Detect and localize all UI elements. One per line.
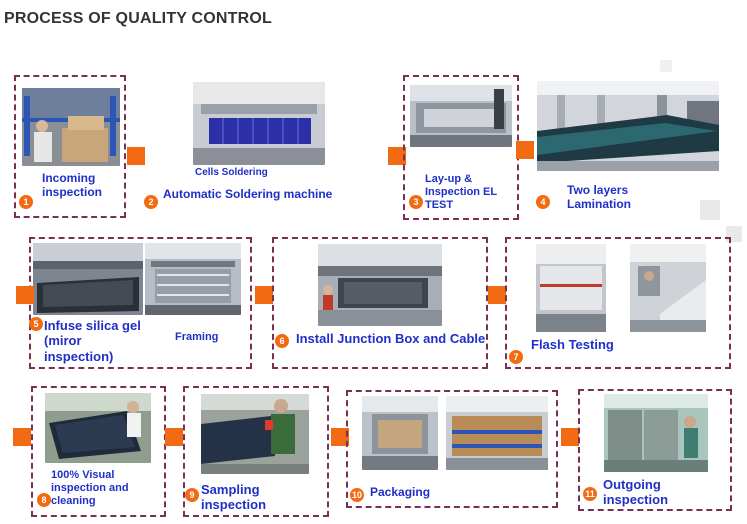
step-9-label: Sampling inspection xyxy=(201,482,267,513)
visual-inspection-photo xyxy=(45,393,151,463)
connector-6-7 xyxy=(488,286,506,304)
lay-up-photo xyxy=(410,85,512,147)
packaging-photo-2 xyxy=(446,396,548,470)
step-8-number: 8 xyxy=(37,493,51,507)
page-title: PROCESS OF QUALITY CONTROL xyxy=(4,10,273,27)
step-5-label: Infuse silica gel (miror inspection) xyxy=(44,318,141,364)
flash-test-photo-2 xyxy=(630,244,706,332)
packaging-photo-1 xyxy=(362,396,438,470)
step-3-number: 3 xyxy=(409,195,423,209)
step-1-box xyxy=(14,75,126,218)
step-4-number: 4 xyxy=(536,195,550,209)
step-9-box xyxy=(183,386,329,517)
step-6-label: Install Junction Box and Cable xyxy=(296,331,486,346)
decor-square xyxy=(700,200,720,220)
sampling-inspection-photo xyxy=(201,394,309,474)
step-7-label: Flash Testing xyxy=(531,337,614,352)
connector-in-8 xyxy=(13,428,31,446)
connector-1-2 xyxy=(127,147,145,165)
step-9-number: 9 xyxy=(185,488,199,502)
step-3-label: Lay-up & Inspection EL TEST xyxy=(425,173,497,211)
step-5-caption: Framing xyxy=(175,331,219,343)
step-10-number: 10 xyxy=(350,488,364,502)
connector-2-3 xyxy=(388,147,406,165)
connector-in-5 xyxy=(16,286,34,304)
step-4-label: Two layers Lamination xyxy=(567,183,632,212)
step-10-box xyxy=(346,390,558,508)
silica-gel-photo xyxy=(33,243,143,315)
flash-test-photo-1 xyxy=(536,244,606,332)
connector-5-6 xyxy=(255,286,273,304)
step-1-label: Incoming inspection xyxy=(42,171,103,200)
connector-9-10 xyxy=(331,428,349,446)
step-2-caption: Cells Soldering xyxy=(195,167,268,178)
step-11-label: Outgoing inspection xyxy=(603,477,669,508)
step-2-label: Automatic Soldering machine xyxy=(163,187,333,201)
connector-3-4 xyxy=(516,141,534,159)
step-2-number: 2 xyxy=(144,195,158,209)
junction-box-photo xyxy=(318,244,442,326)
decor-square xyxy=(660,60,672,72)
lamination-photo xyxy=(537,81,719,171)
connector-10-11 xyxy=(561,428,579,446)
step-11-number: 11 xyxy=(583,487,597,501)
step-6-number: 6 xyxy=(275,334,289,348)
cells-soldering-photo xyxy=(193,82,325,165)
step-8-label: 100% Visual inspection and cleaning xyxy=(51,469,129,507)
outgoing-inspection-photo xyxy=(604,394,708,472)
step-11-box xyxy=(578,389,732,511)
incoming-inspection-photo xyxy=(22,88,120,166)
framing-photo xyxy=(145,243,241,315)
connector-8-9 xyxy=(165,428,183,446)
step-10-label: Packaging xyxy=(370,485,431,499)
step-6-box xyxy=(272,237,488,369)
step-7-number: 7 xyxy=(509,350,523,364)
step-7-box xyxy=(505,237,731,369)
step-1-number: 1 xyxy=(19,195,33,209)
step-5-number: 5 xyxy=(29,317,43,331)
step-8-box xyxy=(31,386,166,517)
